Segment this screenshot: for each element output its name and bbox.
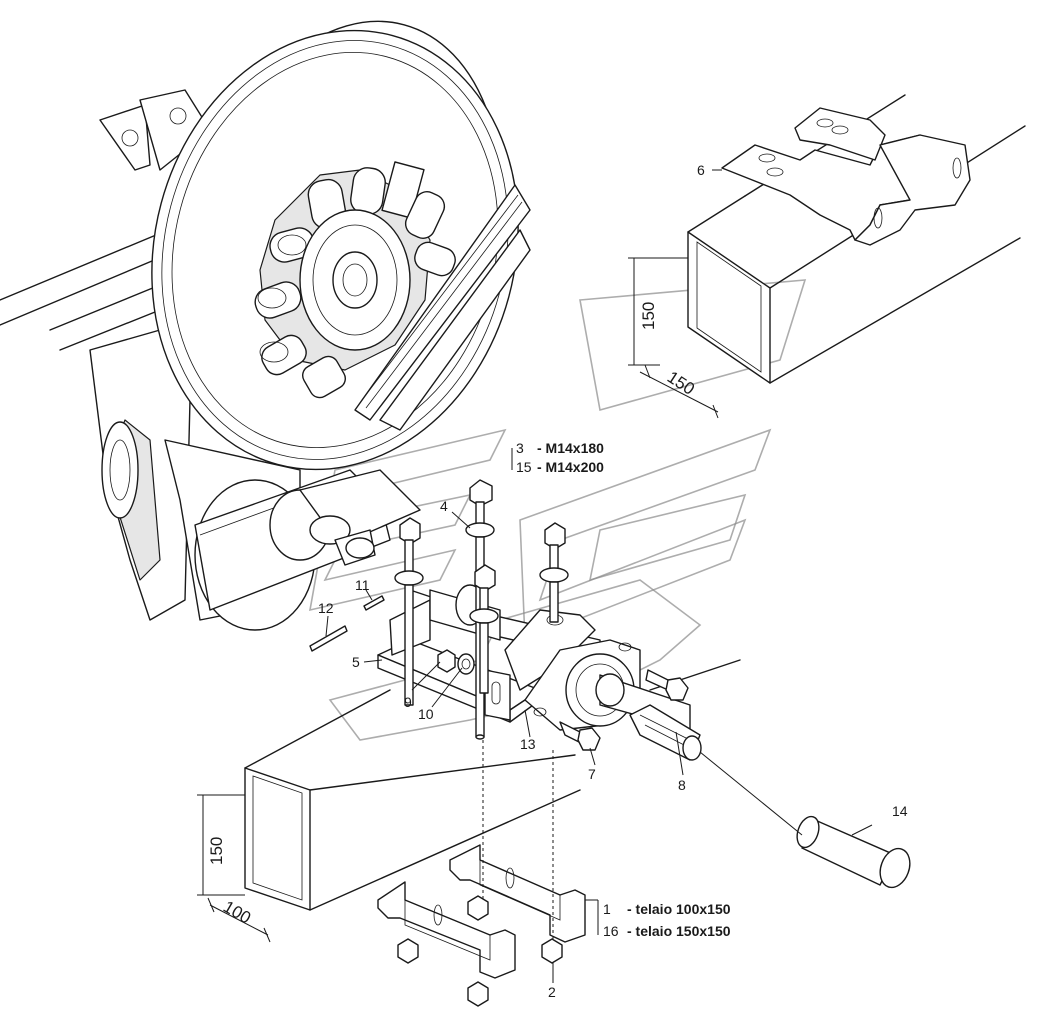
- callout-13: 13: [520, 736, 536, 752]
- u-bracket-part-16: [377, 881, 516, 979]
- upper-height-dimension: 150: [639, 302, 658, 330]
- flange-bearing-part-13: [524, 639, 691, 731]
- callout-16: 16: [603, 923, 619, 939]
- callout-15: 15: [516, 459, 532, 475]
- lower-width-dimension: 100: [220, 897, 254, 928]
- callout-7: 7: [588, 766, 596, 782]
- spec-frame-1: - telaio 100x150: [627, 901, 731, 917]
- fan-disc: [151, 20, 531, 471]
- lower-frame-tube: [244, 659, 741, 911]
- spec-labels: - M14x180 - M14x200 - telaio 100x150 - t…: [537, 440, 731, 939]
- callout-8: 8: [678, 777, 686, 793]
- callout-14: 14: [892, 803, 908, 819]
- callout-3: 3: [516, 440, 524, 456]
- callout-4: 4: [440, 498, 448, 514]
- nut-washer-parts-9-10: [437, 649, 475, 675]
- callout-2: 2: [548, 984, 556, 1000]
- callout-1: 1: [603, 901, 611, 917]
- lower-height-dimension: 150: [207, 837, 226, 865]
- spline-shaft-part-8: [629, 704, 702, 761]
- callout-11: 11: [355, 577, 370, 593]
- pins-parts-11-12: [309, 595, 385, 652]
- upper-width-dimension: 150: [664, 367, 698, 398]
- bolt-part-15-left: [394, 517, 424, 706]
- callout-6: 6: [697, 162, 705, 178]
- callout-9: 9: [404, 694, 412, 710]
- bolt-part-15-center: [469, 564, 499, 694]
- callout-10: 10: [418, 706, 434, 722]
- callout-5: 5: [352, 654, 360, 670]
- bolt-part-7: [559, 669, 689, 751]
- callout-12: 12: [318, 600, 334, 616]
- bracket-part-6: [712, 107, 971, 246]
- leader-lines: [325, 448, 873, 983]
- pin-part-14: [699, 751, 911, 889]
- spec-frame-16: - telaio 150x150: [627, 923, 731, 939]
- fan-hub: [254, 161, 456, 399]
- spec-bolt-15: - M14x200: [537, 459, 604, 475]
- nuts-part-2: [397, 740, 563, 1007]
- callout-labels: 1 2 3 4 5 6 7 8 9 10 11 12 13 14 15 16: [318, 162, 908, 1000]
- u-bracket-part-1: [449, 844, 586, 943]
- bolt-part-15-right: [539, 522, 569, 623]
- spec-bolt-3: - M14x180: [537, 440, 604, 456]
